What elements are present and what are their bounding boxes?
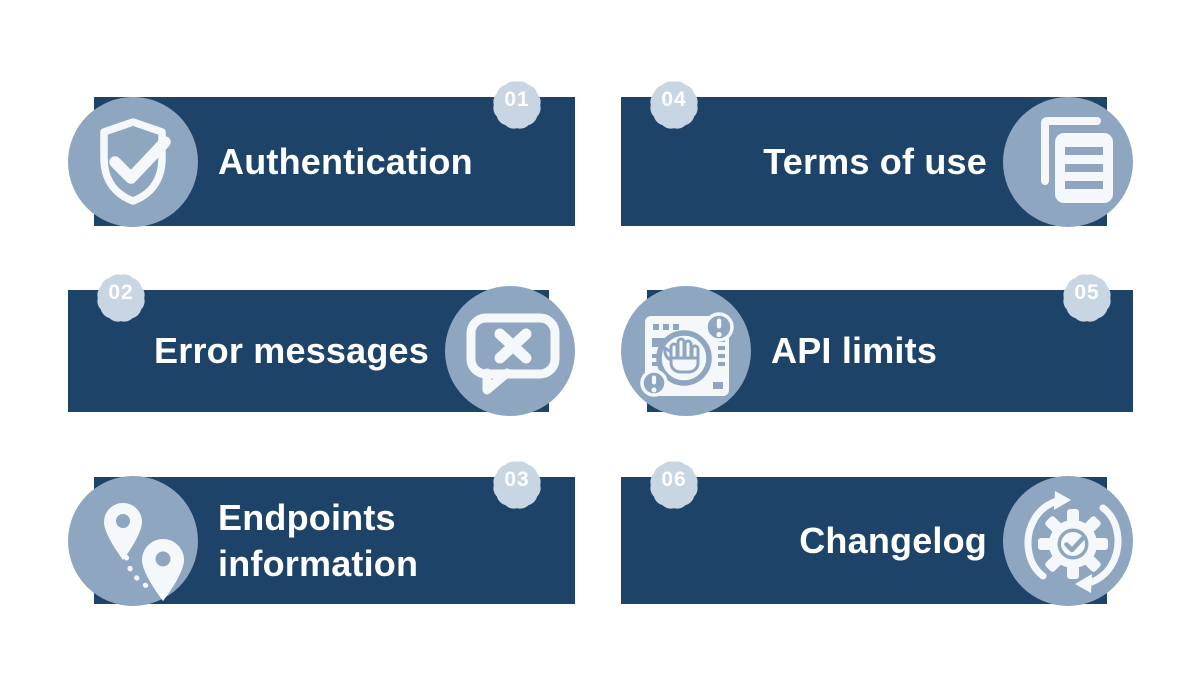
- copy-document-icon: [1003, 96, 1133, 227]
- card-number: 04: [661, 87, 687, 111]
- card-number: 02: [108, 280, 134, 304]
- card-api-limits: API limits 05: [621, 274, 1133, 416]
- seal-shape: [650, 81, 698, 129]
- card-changelog: Changelog 06: [621, 461, 1133, 606]
- card-number: 01: [504, 87, 530, 111]
- card-number-badge: 06: [644, 455, 704, 515]
- card-title: Error messages: [154, 330, 429, 371]
- card-number: 06: [661, 467, 687, 491]
- card-number: 03: [504, 467, 530, 491]
- card-error-messages: Error messages 02: [68, 274, 575, 416]
- card-title: Changelog: [799, 519, 987, 561]
- map-pins-route-icon: [68, 475, 198, 606]
- card-endpoints-information: Endpoints information 03: [68, 461, 575, 606]
- seal-shape: [97, 274, 145, 322]
- card-number-badge: 05: [1057, 268, 1117, 328]
- seal-shape: [650, 461, 698, 509]
- card-authentication: Authentication 01: [68, 81, 575, 227]
- seal-shape: [1063, 274, 1111, 322]
- seal-shape: [493, 81, 541, 129]
- card-title: Authentication: [218, 140, 473, 182]
- seal-shape: [493, 461, 541, 509]
- stop-hand-window-icon: [621, 286, 751, 416]
- card-terms-of-use: Terms of use 04: [621, 81, 1133, 227]
- card-number: 05: [1074, 280, 1100, 304]
- card-title: API limits: [771, 330, 938, 371]
- gear-refresh-icon: [1003, 475, 1133, 606]
- shield-check-icon: [68, 96, 198, 227]
- speech-bubble-x-icon: [445, 286, 575, 416]
- card-number-badge: 04: [644, 75, 704, 135]
- card-number-badge: 02: [91, 268, 151, 328]
- card-title: Endpoints information: [218, 496, 419, 584]
- card-title: Terms of use: [763, 140, 987, 182]
- card-number-badge: 01: [487, 75, 547, 135]
- card-number-badge: 03: [487, 455, 547, 515]
